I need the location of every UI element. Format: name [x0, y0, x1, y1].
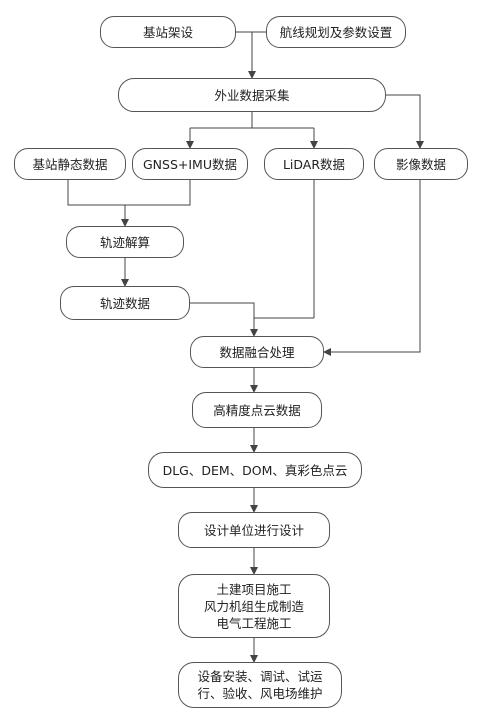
node-label: 高精度点云数据: [213, 402, 301, 418]
node-hd-point-cloud: 高精度点云数据: [192, 392, 322, 428]
node-label: 轨迹解算: [99, 234, 150, 250]
node-label-line-2: 风力机组生成制造: [203, 598, 304, 614]
node-construction: 土建项目施工 风力机组生成制造 电气工程施工: [178, 574, 330, 638]
node-data-fusion: 数据融合处理: [190, 336, 324, 368]
node-installation: 设备安装、调试、试运 行、验收、风电场维护: [178, 662, 342, 708]
node-label-line-3: 电气工程施工: [216, 615, 292, 631]
node-label: DLG、DEM、DOM、真彩色点云: [162, 462, 348, 478]
node-design-unit: 设计单位进行设计: [178, 512, 330, 548]
node-label: 基站架设: [142, 24, 193, 40]
connector-gnss-to-merge: [125, 180, 191, 206]
node-label: 轨迹数据: [99, 295, 150, 311]
node-products: DLG、DEM、DOM、真彩色点云: [148, 452, 362, 488]
connector-static-to-merge: [67, 180, 125, 206]
node-label: 航线规划及参数设置: [279, 24, 393, 40]
node-label: GNSS+IMU数据: [142, 156, 237, 172]
connector-trajdata-to-fusion: [190, 302, 258, 337]
node-lidar-data: LiDAR数据: [264, 148, 364, 180]
node-label: 基站静态数据: [32, 156, 108, 172]
node-label: 外业数据采集: [214, 87, 290, 103]
node-base-station-setup: 基站架设: [100, 16, 236, 48]
node-trajectory-data: 轨迹数据: [60, 286, 190, 320]
node-label: 数据融合处理: [219, 344, 295, 360]
node-label: LiDAR数据: [282, 156, 346, 172]
node-field-collection: 外业数据采集: [118, 78, 386, 112]
node-label-line-2: 行、验收、风电场维护: [197, 686, 323, 701]
node-label-line-1: 土建项目施工: [216, 581, 292, 597]
node-label: 设计单位进行设计: [203, 522, 304, 538]
connector-collection-to-image: [386, 94, 424, 149]
node-image-data: 影像数据: [374, 148, 468, 180]
node-flight-planning: 航线规划及参数设置: [266, 16, 406, 48]
node-gnss-imu-data: GNSS+IMU数据: [132, 148, 248, 180]
node-label: 影像数据: [395, 156, 446, 172]
connector-image-to-fusion: [323, 180, 421, 356]
node-base-static-data: 基站静态数据: [14, 148, 126, 180]
node-label-line-1: 设备安装、调试、试运: [197, 669, 323, 684]
node-trajectory-solving: 轨迹解算: [66, 226, 184, 258]
